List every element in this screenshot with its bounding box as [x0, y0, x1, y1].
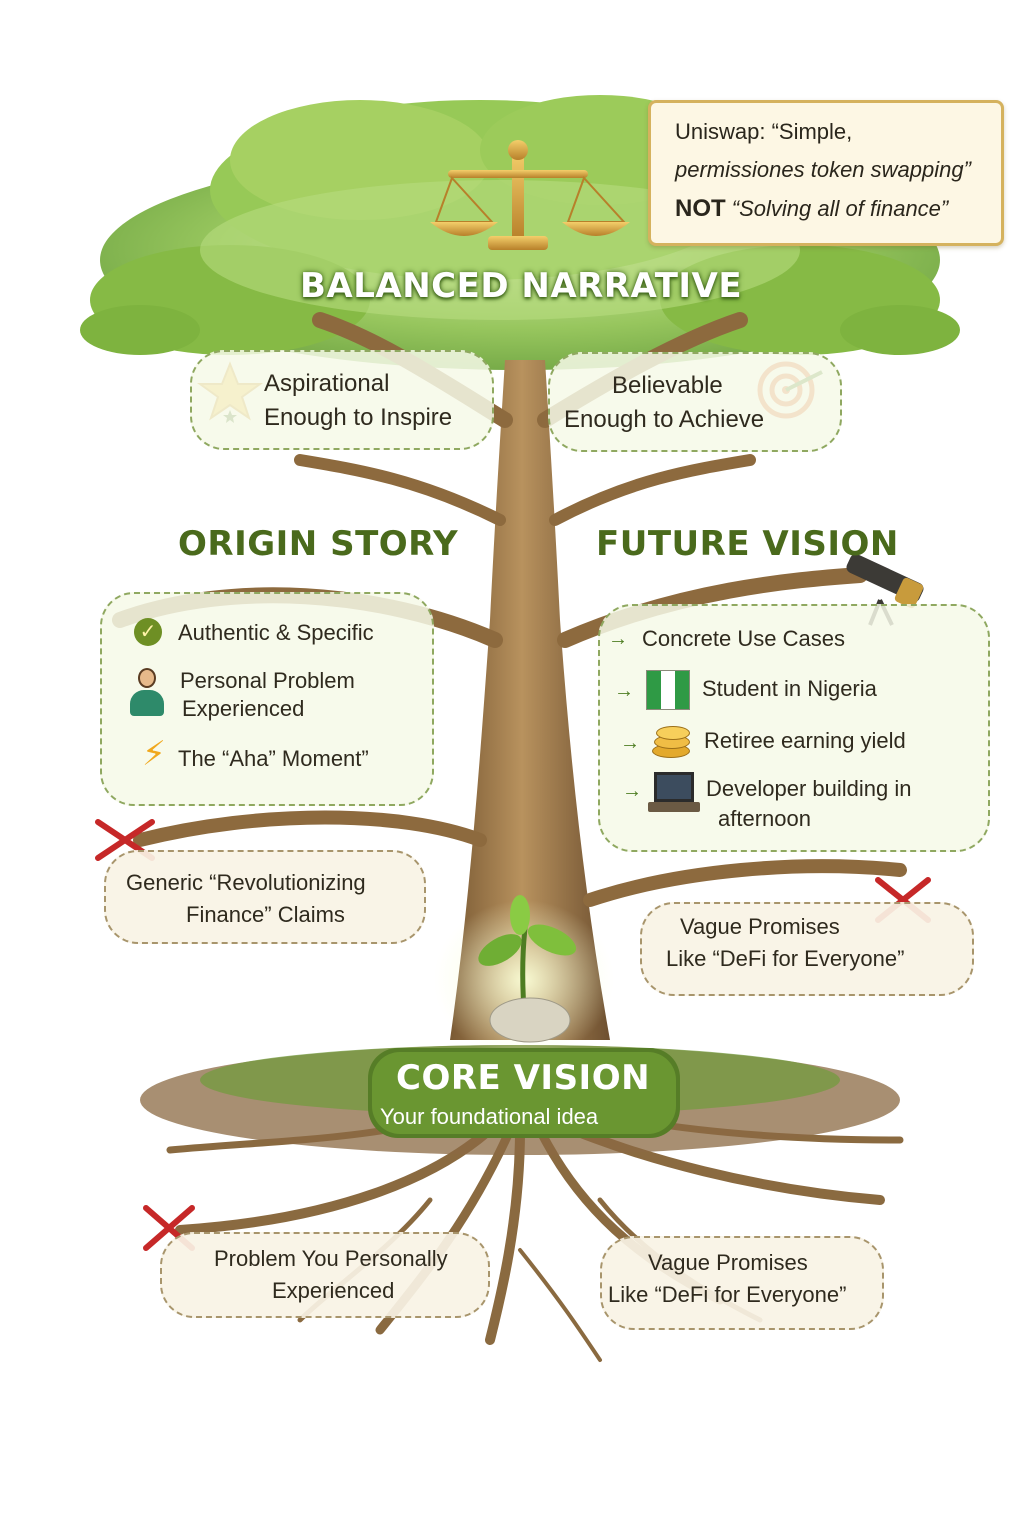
believable-line-2: Enough to Achieve	[564, 406, 765, 433]
origin-item-experienced: Experienced	[182, 696, 305, 721]
avoid-generic-claims-bubble	[104, 850, 426, 944]
future-item-use-cases: Concrete Use Cases	[642, 626, 845, 651]
callout-line-1: Uniswap: “Simple,	[675, 119, 853, 144]
believable-line-1: Believable	[612, 372, 723, 399]
avoid-generic-line-2: Finance” Claims	[186, 902, 345, 927]
roots-problem-line-1: Problem You Personally	[214, 1246, 448, 1271]
roots-problem-bubble	[160, 1232, 490, 1318]
origin-story-heading: ORIGIN STORY	[178, 524, 459, 564]
origin-item-personal-problem: Personal Problem	[180, 668, 355, 693]
balance-scale-icon	[430, 140, 630, 250]
avoid-generic-line-1: Generic “Revolutionizing	[126, 870, 366, 895]
avoid-vague-line-2: Like “DeFi for Everyone”	[666, 946, 905, 971]
roots-vague-line-1: Vague Promises	[648, 1250, 808, 1275]
arrow-icon-2: →	[614, 680, 634, 702]
check-icon: ✓	[134, 618, 162, 646]
avoid-vague-promises-bubble	[640, 902, 974, 996]
roots-problem-line-2: Experienced	[272, 1278, 395, 1303]
roots-vague-line-2: Like “DeFi for Everyone”	[608, 1282, 847, 1307]
lightning-icon: ⚡	[142, 735, 166, 773]
balanced-narrative-title: BALANCED NARRATIVE	[300, 266, 743, 306]
believable-bubble	[548, 352, 842, 452]
roots-vague-bubble	[600, 1236, 884, 1330]
sprout-icon	[478, 895, 577, 1043]
uniswap-callout: Uniswap: “Simple, permissiones token swa…	[648, 100, 1004, 246]
future-item-student-nigeria: Student in Nigeria	[702, 676, 877, 701]
core-vision-title: CORE VISION	[396, 1058, 651, 1098]
origin-item-authentic: Authentic & Specific	[178, 620, 374, 645]
future-vision-heading: FUTURE VISION	[596, 524, 899, 564]
future-item-developer: Developer building in	[706, 776, 912, 801]
future-item-afternoon: afternoon	[718, 806, 811, 831]
laptop-icon	[648, 772, 700, 818]
person-icon	[130, 668, 164, 718]
arrow-icon-1: →	[608, 628, 628, 650]
callout-line-3: NOT “Solving all of finance”	[675, 195, 948, 223]
coins-icon	[648, 722, 692, 760]
callout-not-word: NOT	[675, 195, 726, 222]
aspirational-line-2: Enough to Inspire	[264, 404, 453, 431]
core-vision-banner	[368, 1048, 680, 1138]
callout-line-2: permissiones token swapping”	[675, 157, 971, 182]
arrow-icon-3: →	[620, 732, 640, 754]
future-item-retiree: Retiree earning yield	[704, 728, 906, 753]
aspirational-line-1: Aspirational	[264, 370, 390, 397]
core-vision-subtitle: Your foundational idea	[380, 1104, 599, 1129]
origin-item-aha-moment: The “Aha” Moment”	[178, 746, 369, 771]
arrow-icon-4: →	[622, 780, 642, 802]
avoid-vague-line-1: Vague Promises	[680, 914, 840, 939]
tree-trunk	[450, 360, 610, 1040]
nigeria-flag-icon	[646, 670, 690, 710]
aspirational-bubble	[190, 350, 494, 450]
callout-not-quote: “Solving all of finance”	[731, 196, 949, 221]
